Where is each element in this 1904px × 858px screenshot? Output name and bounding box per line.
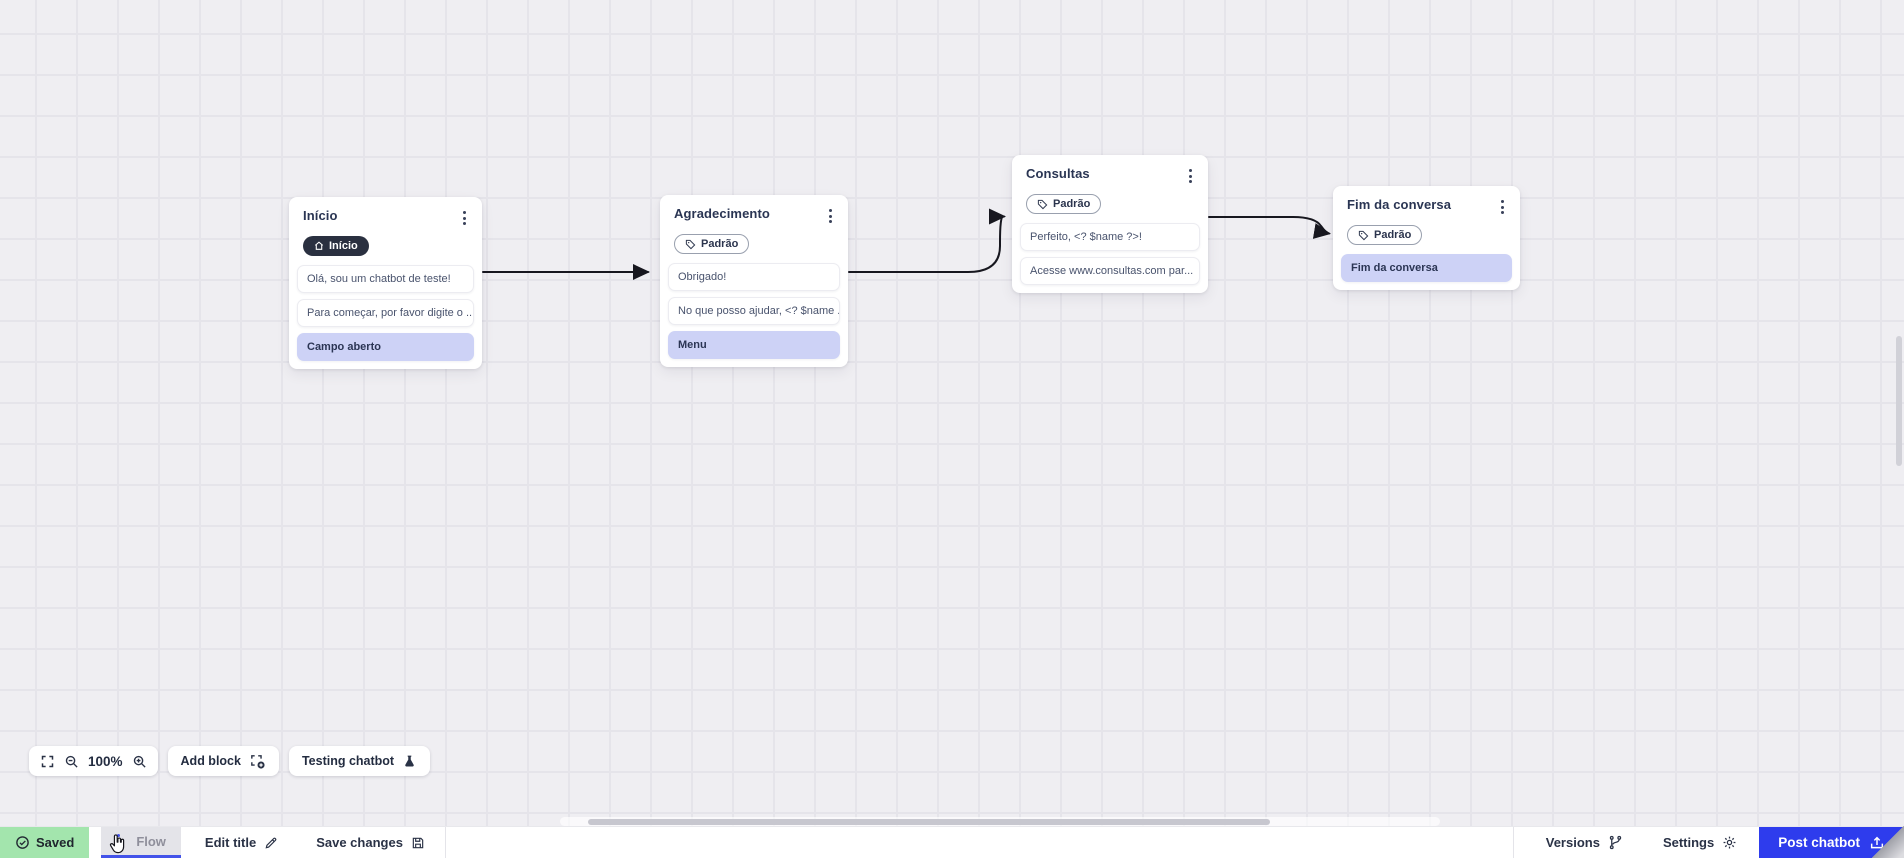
vertical-scrollbar-thumb[interactable] bbox=[1896, 336, 1902, 466]
text-block[interactable]: Para começar, por favor digite o ... bbox=[297, 299, 474, 327]
versions-button[interactable]: Versions bbox=[1546, 835, 1623, 850]
check-circle-icon bbox=[16, 836, 29, 849]
flow-menu-kebab-icon[interactable] bbox=[113, 831, 124, 851]
testing-chatbot-button[interactable]: Testing chatbot bbox=[288, 746, 431, 776]
connections-layer bbox=[482, 208, 1331, 280]
connection-agradecimento-consultas bbox=[848, 208, 1006, 273]
input-block[interactable]: Fim da conversa bbox=[1341, 254, 1512, 282]
input-block[interactable]: Campo aberto bbox=[297, 333, 474, 361]
node-title: Agradecimento bbox=[674, 206, 770, 221]
tag-icon bbox=[1358, 230, 1369, 240]
text-block[interactable]: Olá, sou um chatbot de teste! bbox=[297, 265, 474, 293]
window-corner-fold bbox=[1872, 826, 1904, 858]
horizontal-scrollbar-thumb[interactable] bbox=[588, 819, 1270, 825]
edit-title-button[interactable]: Edit title bbox=[205, 835, 278, 850]
settings-button[interactable]: Settings bbox=[1663, 835, 1737, 850]
tag-icon bbox=[685, 239, 696, 249]
node-title: Fim da conversa bbox=[1347, 197, 1452, 212]
add-block-button[interactable]: Add block bbox=[167, 746, 279, 776]
zoom-level: 100% bbox=[88, 753, 123, 769]
tag-badge: Padrão bbox=[1026, 194, 1102, 214]
tag-icon bbox=[1037, 199, 1048, 209]
node-consultas[interactable]: Consultas Padrão Perfeito, <? $name ?>! … bbox=[1012, 155, 1208, 293]
connection-consultas-fim bbox=[1208, 216, 1331, 239]
text-block[interactable]: Perfeito, <? $name ?>! bbox=[1020, 223, 1200, 251]
canvas-controls: 100% Add block Testing chatbot bbox=[29, 746, 431, 776]
node-fim-da-conversa[interactable]: Fim da conversa Padrão Fim da conversa bbox=[1333, 186, 1520, 290]
kebab-menu-icon[interactable] bbox=[825, 206, 836, 226]
flask-icon bbox=[405, 755, 414, 766]
kebab-menu-icon[interactable] bbox=[1185, 166, 1196, 186]
start-badge: Início bbox=[303, 236, 369, 256]
pencil-icon bbox=[265, 837, 277, 848]
status-bar: Saved Flow Edit title Save changes Versi… bbox=[0, 826, 1904, 858]
gear-icon bbox=[1723, 836, 1736, 849]
node-agradecimento[interactable]: Agradecimento Padrão Obrigado! No que po… bbox=[660, 195, 848, 367]
node-title: Consultas bbox=[1026, 166, 1090, 181]
text-block[interactable]: No que posso ajudar, <? $name ... bbox=[668, 297, 840, 325]
saved-status-badge: Saved bbox=[0, 827, 90, 858]
zoom-control: 100% bbox=[29, 746, 158, 776]
node-inicio[interactable]: Início Início Olá, sou um chatbot de tes… bbox=[289, 197, 482, 369]
node-title: Início bbox=[303, 208, 338, 223]
flow-canvas[interactable]: Início Início Olá, sou um chatbot de tes… bbox=[0, 0, 1904, 826]
kebab-menu-icon[interactable] bbox=[1497, 197, 1508, 217]
input-block[interactable]: Menu bbox=[668, 331, 840, 359]
tag-badge: Padrão bbox=[674, 234, 750, 254]
tag-badge: Padrão bbox=[1347, 225, 1423, 245]
divider bbox=[444, 827, 446, 858]
add-block-icon bbox=[251, 754, 265, 769]
kebab-menu-icon[interactable] bbox=[459, 208, 470, 228]
git-branch-icon bbox=[1609, 835, 1622, 850]
save-icon bbox=[412, 837, 424, 848]
divider bbox=[1512, 827, 1514, 858]
save-changes-button[interactable]: Save changes bbox=[316, 835, 425, 850]
text-block[interactable]: Obrigado! bbox=[668, 263, 840, 291]
text-block[interactable]: Acesse www.consultas.com par... bbox=[1020, 257, 1200, 285]
zoom-out-icon[interactable] bbox=[64, 754, 79, 769]
zoom-in-icon[interactable] bbox=[132, 754, 147, 769]
fullscreen-icon[interactable] bbox=[40, 754, 55, 769]
home-icon bbox=[314, 241, 324, 250]
tab-flow[interactable]: Flow bbox=[101, 827, 181, 858]
